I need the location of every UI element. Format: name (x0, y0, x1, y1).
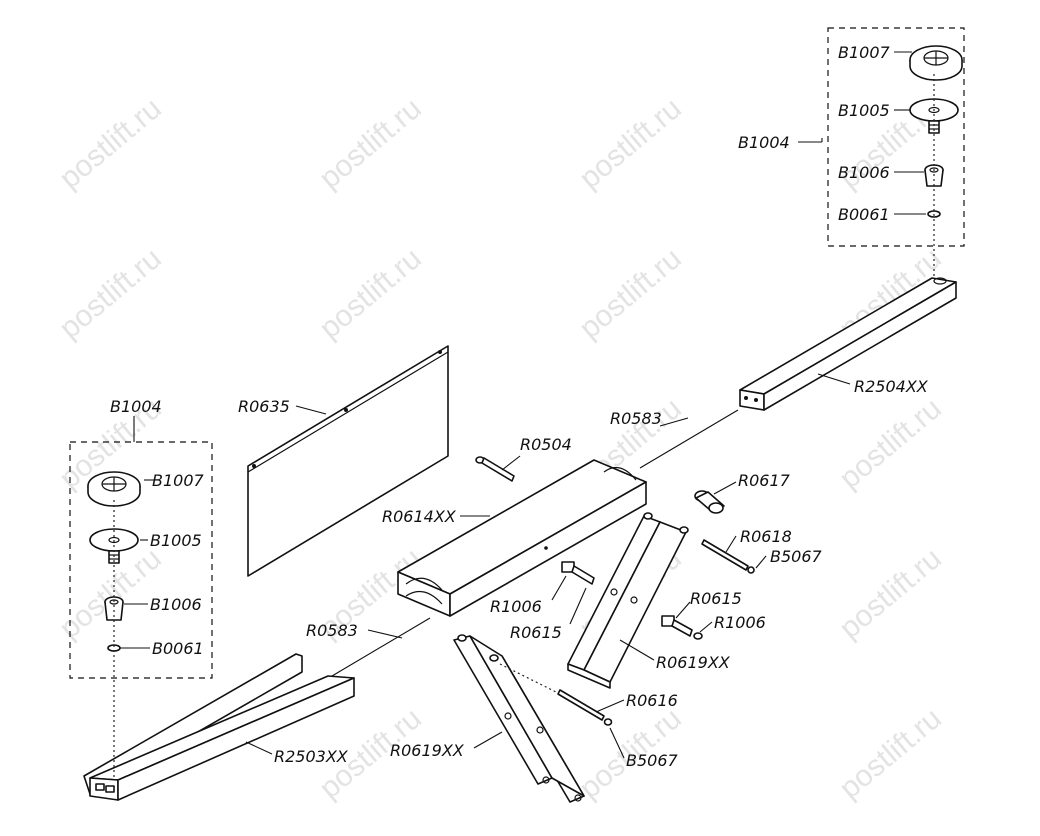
r0504-pin (475, 456, 515, 482)
label-r0583-top: R0583 (610, 409, 662, 428)
r0635-plate (247, 345, 449, 577)
label-r2503: R2503XX (274, 747, 349, 766)
b1004-top-assembly (827, 27, 965, 280)
watermark: postlift.ru (573, 242, 687, 346)
r0583-shaft-top (639, 409, 739, 469)
r2504-beam (739, 277, 957, 411)
bolt-middle (561, 561, 595, 585)
assembly-box-top (827, 27, 965, 247)
label-b1004-top: B1004 (738, 133, 790, 152)
r0618-pin (701, 539, 755, 574)
label-r0583-left: R0583 (306, 621, 358, 640)
label-r0635: R0635 (238, 397, 290, 416)
label-b1005-top: B1005 (838, 101, 890, 120)
label-r0615-right: R0615 (690, 589, 742, 608)
label-r0619-bottom: R0619XX (390, 741, 465, 760)
watermark: postlift.ru (833, 542, 947, 646)
r0617-spacer (694, 490, 725, 514)
label-b5067-bottom: B5067 (626, 751, 679, 770)
label-b5067-top: B5067 (770, 547, 823, 566)
assembly-box-left (69, 441, 213, 679)
part-labels: B1007 B1005 B1004 B1006 B0061 R2504XX R0… (110, 43, 929, 770)
label-r0618: R0618 (740, 527, 792, 546)
label-r0614: R0614XX (382, 507, 457, 526)
b1004-left-assembly (69, 441, 213, 780)
r0619-bracket-right (567, 512, 689, 689)
label-r0615-mid: R0615 (510, 623, 562, 642)
r0616-pin (499, 663, 613, 726)
watermark: postlift.ru (53, 242, 167, 346)
leader-lines (120, 51, 926, 759)
watermark: postlift.ru (573, 92, 687, 196)
bolt-right (661, 615, 703, 640)
label-b1005-left: B1005 (150, 531, 202, 550)
r2503-beam (83, 653, 355, 801)
b1007-pad-left (87, 471, 141, 507)
label-b1006-top: B1006 (838, 163, 890, 182)
label-r0619-right: R0619XX (656, 653, 731, 672)
label-r1006-right: R1006 (714, 613, 766, 632)
label-b1004-left: B1004 (110, 397, 162, 416)
watermark: postlift.ru (833, 392, 947, 496)
label-r0616: R0616 (626, 691, 678, 710)
watermark: postlift.ru (313, 92, 427, 196)
label-b1006-left: B1006 (150, 595, 202, 614)
label-b1007-top: B1007 (838, 43, 891, 62)
watermark: postlift.ru (53, 92, 167, 196)
r0619-bracket-bottom (453, 634, 585, 803)
r0583-shaft-left (331, 617, 431, 677)
r0614-housing (397, 459, 647, 617)
watermark: postlift.ru (313, 242, 427, 346)
label-r0504: R0504 (520, 435, 572, 454)
label-r0617: R0617 (738, 471, 791, 490)
label-r1006-mid: R1006 (490, 597, 542, 616)
label-b0061-left: B0061 (152, 639, 204, 658)
label-r2504: R2504XX (854, 377, 929, 396)
label-b0061-top: B0061 (838, 205, 890, 224)
label-b1007-left: B1007 (152, 471, 205, 490)
watermark: postlift.ru (833, 702, 947, 806)
b1007-pad-top (909, 45, 963, 81)
